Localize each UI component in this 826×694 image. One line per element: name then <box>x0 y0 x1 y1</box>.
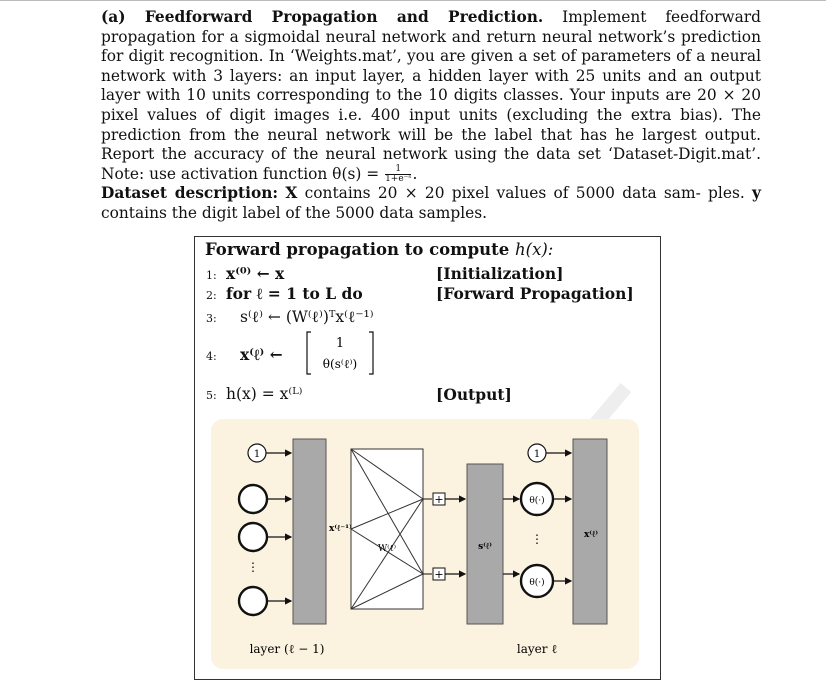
layer-diagram: 1 ⋮ x⁽ℓ⁻¹⁾ W⁽ℓ⁾ + + s⁽ℓ⁾ 1 <box>211 419 639 669</box>
step-number: 3: <box>206 312 217 325</box>
weight-line <box>350 498 424 530</box>
layer-prev-label: layer (ℓ − 1) <box>250 642 325 656</box>
plus-2: + <box>434 568 443 581</box>
vector-bracket: 1 θ(s⁽ℓ⁾) <box>306 331 374 375</box>
problem-paragraph: (a) Feedforward Propagation and Predicti… <box>101 8 761 184</box>
weight-line <box>350 573 424 610</box>
weight-line <box>350 528 424 575</box>
step-tag-forward: [Forward Propagation] <box>436 284 634 303</box>
theta-label-2: θ(·) <box>529 577 544 588</box>
step-tag-output: [Output] <box>436 385 512 404</box>
problem-body: Implement feedforward propagation for a … <box>101 8 761 183</box>
dots: ⋮ <box>531 532 543 546</box>
weight-line <box>350 498 424 610</box>
dots-prev: ⋮ <box>247 560 259 574</box>
vector-bottom: θ(s⁽ℓ⁾) <box>323 357 357 371</box>
neuron-prev-2 <box>237 521 269 553</box>
problem-title: (a) Feedforward Propagation and Predicti… <box>101 8 544 26</box>
neuron-prev-1 <box>237 483 269 515</box>
algorithm-title: Forward propagation to compute h(x): <box>205 240 553 259</box>
algorithm-step-3: 3: s⁽ℓ⁾ ← (W⁽ℓ⁾)ᵀx⁽ℓ⁻¹⁾ <box>206 308 374 327</box>
algorithm-step-5: 5: h(x) = x⁽ᴸ⁾ <box>206 385 303 403</box>
dataset-label: Dataset description: <box>101 184 279 203</box>
dataset-text-x: contains 20 × 20 pixel values of 5000 da… <box>304 184 745 203</box>
top-divider <box>0 0 826 1</box>
dataset-var-x: X <box>285 184 298 203</box>
step-text: for ℓ = 1 to L do <box>226 284 363 303</box>
bias-label: 1 <box>534 449 540 460</box>
s-bar <box>466 463 504 625</box>
step-text: x⁽⁰⁾ ← x <box>226 264 285 283</box>
bias-label-prev: 1 <box>254 449 260 460</box>
theta-label-1: θ(·) <box>529 495 544 506</box>
plus-1: + <box>434 493 443 506</box>
step-number: 4: <box>206 350 217 363</box>
problem-body-end: . <box>412 164 418 183</box>
vector-top: 1 <box>336 336 344 351</box>
algorithm-box: Forward propagation to compute h(x): 1: x… <box>194 236 661 680</box>
dataset-var-y: y <box>752 184 761 203</box>
fraction-numerator: 1 <box>385 165 412 176</box>
weight-block <box>350 448 424 610</box>
step-number: 2: <box>206 289 217 302</box>
algorithm-step-4: 4: x⁽ℓ⁾ ← <box>206 345 283 365</box>
s-label: s⁽ℓ⁾ <box>478 541 492 552</box>
dataset-paragraph: Dataset description: X contains 20 × 20 … <box>101 184 761 223</box>
layer-label: layer ℓ <box>517 642 557 656</box>
weight-line <box>350 448 424 575</box>
weight-line <box>350 448 424 500</box>
w-label: W⁽ℓ⁾ <box>378 543 396 554</box>
algorithm-step-2: 2: for ℓ = 1 to L do <box>206 284 363 304</box>
x-prev-label: x⁽ℓ⁻¹⁾ <box>329 523 352 534</box>
step-text: x⁽ℓ⁾ ← <box>240 345 283 364</box>
step-text: h(x) = x⁽ᴸ⁾ <box>226 385 303 403</box>
step-tag-initialization: [Initialization] <box>436 264 564 283</box>
step-number: 1: <box>206 269 217 282</box>
step-text: s⁽ℓ⁾ ← (W⁽ℓ⁾)ᵀx⁽ℓ⁻¹⁾ <box>240 308 374 326</box>
x-bar <box>572 438 608 625</box>
algorithm-title-text: Forward propagation to compute <box>205 240 510 259</box>
neuron-prev-3 <box>237 585 269 617</box>
step-number: 5: <box>206 389 217 402</box>
problem-statement: (a) Feedforward Propagation and Predicti… <box>101 8 761 224</box>
algorithm-step-1: 1: x⁽⁰⁾ ← x <box>206 264 284 283</box>
x-prev-bar <box>292 438 327 625</box>
x-label: x⁽ℓ⁾ <box>584 529 598 540</box>
dataset-text-y: contains the digit label of the 5000 dat… <box>101 203 488 222</box>
fraction-denominator: 1+e⁻ˢ <box>385 174 412 185</box>
algorithm-title-math: h(x): <box>515 240 554 259</box>
